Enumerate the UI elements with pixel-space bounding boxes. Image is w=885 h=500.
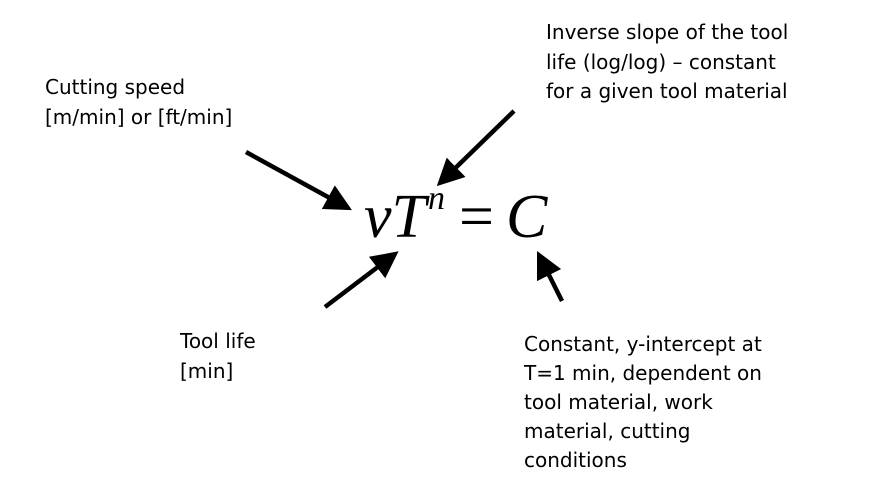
arrow-tool-life	[323, 251, 399, 309]
label-line: material, cutting	[524, 419, 691, 443]
label-line: Inverse slope of the tool	[546, 20, 789, 44]
arrow-cutting-speed	[244, 150, 352, 211]
label-constant: Constant, y-intercept at T=1 min, depend…	[524, 330, 762, 475]
label-tool-life: Tool life [min]	[180, 327, 256, 386]
eq-v: v	[364, 183, 392, 251]
arrow-constant	[536, 250, 565, 303]
label-line: life (log/log) – constant	[546, 49, 776, 74]
label-cutting-speed: Cutting speed [m/min] or [ft/min]	[45, 73, 232, 132]
label-inverse-slope: Inverse slope of the tool life (log/log)…	[546, 18, 788, 107]
eq-equals: =	[459, 183, 494, 251]
label-line: Tool life	[180, 329, 256, 353]
arrow-inverse-slope	[436, 109, 516, 187]
label-line: conditions	[524, 448, 627, 472]
label-line: Cutting speed	[45, 75, 186, 99]
label-line: T=1 min, dependent on	[524, 361, 762, 385]
label-line: [min]	[180, 358, 234, 383]
label-line: for a given tool material	[546, 79, 788, 103]
label-line: [m/min] or [ft/min]	[45, 104, 233, 129]
taylor-equation: vTn =C	[364, 180, 548, 253]
eq-n: n	[428, 180, 446, 217]
label-line: Constant, y-intercept at	[524, 332, 762, 356]
eq-C: C	[505, 183, 548, 251]
label-line: tool material, work	[524, 390, 713, 414]
eq-T: T	[391, 183, 427, 251]
